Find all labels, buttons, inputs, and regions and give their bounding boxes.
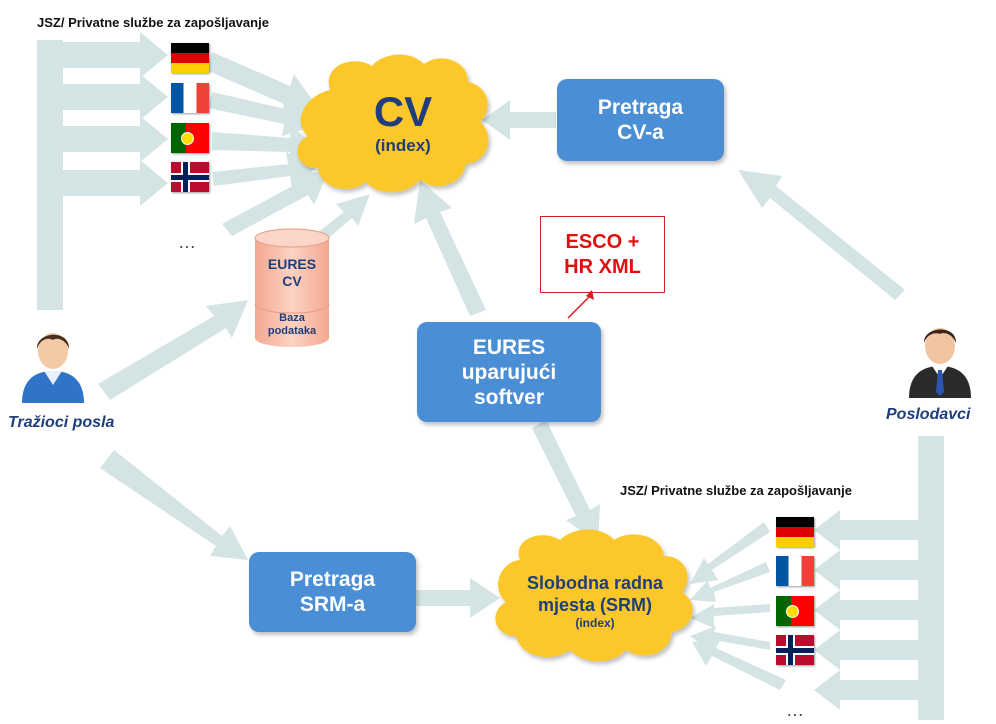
portugal-flag-bottom — [776, 596, 814, 626]
arrow-flag-srm-1 — [690, 522, 770, 584]
database-title: EURES CV — [253, 256, 331, 290]
arrow-br-1 — [814, 510, 944, 550]
arrow-br-3 — [814, 590, 944, 630]
arrow-tl-2 — [37, 74, 168, 120]
cv-cloud — [297, 54, 489, 193]
bottom-ellipsis: … — [786, 700, 805, 720]
arrow-br-2 — [814, 550, 944, 590]
employers-label: Poslodavci — [886, 406, 971, 423]
database-line4: podataka — [267, 325, 317, 337]
employer-person-icon — [909, 328, 971, 398]
arrow-flag-srm-2 — [690, 562, 770, 602]
cv-title: CV — [373, 88, 433, 135]
eures-line2: uparujući — [461, 360, 557, 384]
arrow-eures-srm — [532, 420, 600, 544]
job-seeker-person-icon — [22, 333, 84, 403]
bottom-services-label: JSZ/ Privatne službe za zapošljavanje — [620, 483, 852, 498]
database-line1: EURES — [267, 256, 317, 272]
eures-line3: softver — [473, 385, 545, 409]
database-cylinder-icon — [254, 228, 330, 347]
arrow-br-5 — [814, 670, 944, 710]
srm-line1: Slobodna radna — [526, 573, 663, 593]
arrow-flag-srm-5 — [692, 640, 786, 690]
database-line2: CV — [282, 273, 302, 289]
job-seekers-label: Tražioci posla — [8, 414, 115, 431]
france-flag-top — [171, 83, 209, 113]
arrow-flag-cv-2 — [208, 92, 318, 136]
srm-cloud — [495, 529, 693, 662]
arrow-flag-cv-5 — [222, 172, 328, 236]
esco-hr-xml-box: ESCO + HR XML — [540, 216, 665, 293]
pretraga-srm-box: Pretraga SRM-a — [249, 552, 416, 632]
database-subtitle: Baza podataka — [253, 312, 331, 338]
arrow-tl-3 — [37, 116, 168, 162]
portugal-flag-top — [171, 123, 209, 153]
norway-flag-top — [171, 162, 209, 192]
arrow-flag-cv-1 — [206, 52, 318, 116]
arrow-seeker-db — [98, 300, 248, 400]
cv-subtitle: (index) — [375, 136, 431, 155]
pretraga-cv-line1: Pretraga — [597, 96, 684, 119]
srm-cloud-label: Slobodna radna mjesta (SRM) (index) — [500, 572, 690, 630]
database-line3: Baza — [279, 312, 305, 324]
arrow-pcv-cv — [482, 100, 556, 140]
arrow-emp-pcv — [738, 170, 905, 300]
arrow-psrm-srm — [416, 578, 500, 618]
pretraga-cv-line2: CV-a — [617, 121, 664, 144]
germany-flag-top — [171, 43, 209, 73]
arrow-tl-1 — [37, 32, 168, 78]
eures-line1: EURES — [472, 335, 546, 359]
eures-matching-software-box: EURES uparujući softver — [417, 322, 601, 422]
germany-flag-bottom — [776, 517, 814, 547]
pretraga-srm-line2: SRM-a — [299, 593, 366, 616]
pretraga-cv-box: Pretraga CV-a — [557, 79, 724, 161]
srm-line2: mjesta (SRM) — [537, 595, 653, 615]
job-seeker-avatar — [18, 323, 88, 403]
srm-sub: (index) — [575, 616, 615, 630]
top-services-label: JSZ/ Privatne službe za zapošljavanje — [37, 15, 269, 30]
arrow-seeker-psrm — [100, 450, 248, 560]
arrow-flag-cv-4 — [212, 152, 318, 188]
eures-cv-database: EURES CV Baza podataka — [253, 228, 331, 348]
cv-cloud-label: CV (index) — [318, 90, 488, 156]
pretraga-srm-line1: Pretraga — [289, 568, 376, 591]
france-flag-bottom — [776, 556, 814, 586]
top-ellipsis: … — [178, 232, 197, 252]
arrow-eures-cv — [414, 180, 486, 316]
arrow-tl-stem — [37, 40, 63, 310]
arrow-flag-srm-3 — [690, 604, 770, 628]
esco-connector-arrow — [567, 290, 594, 319]
esco-line1: ESCO + — [565, 230, 640, 253]
arrow-tl-4 — [37, 160, 168, 206]
esco-line2: HR XML — [564, 255, 641, 278]
norway-flag-bottom — [776, 635, 814, 665]
arrow-br-4 — [814, 630, 944, 670]
employer-avatar — [905, 318, 975, 398]
